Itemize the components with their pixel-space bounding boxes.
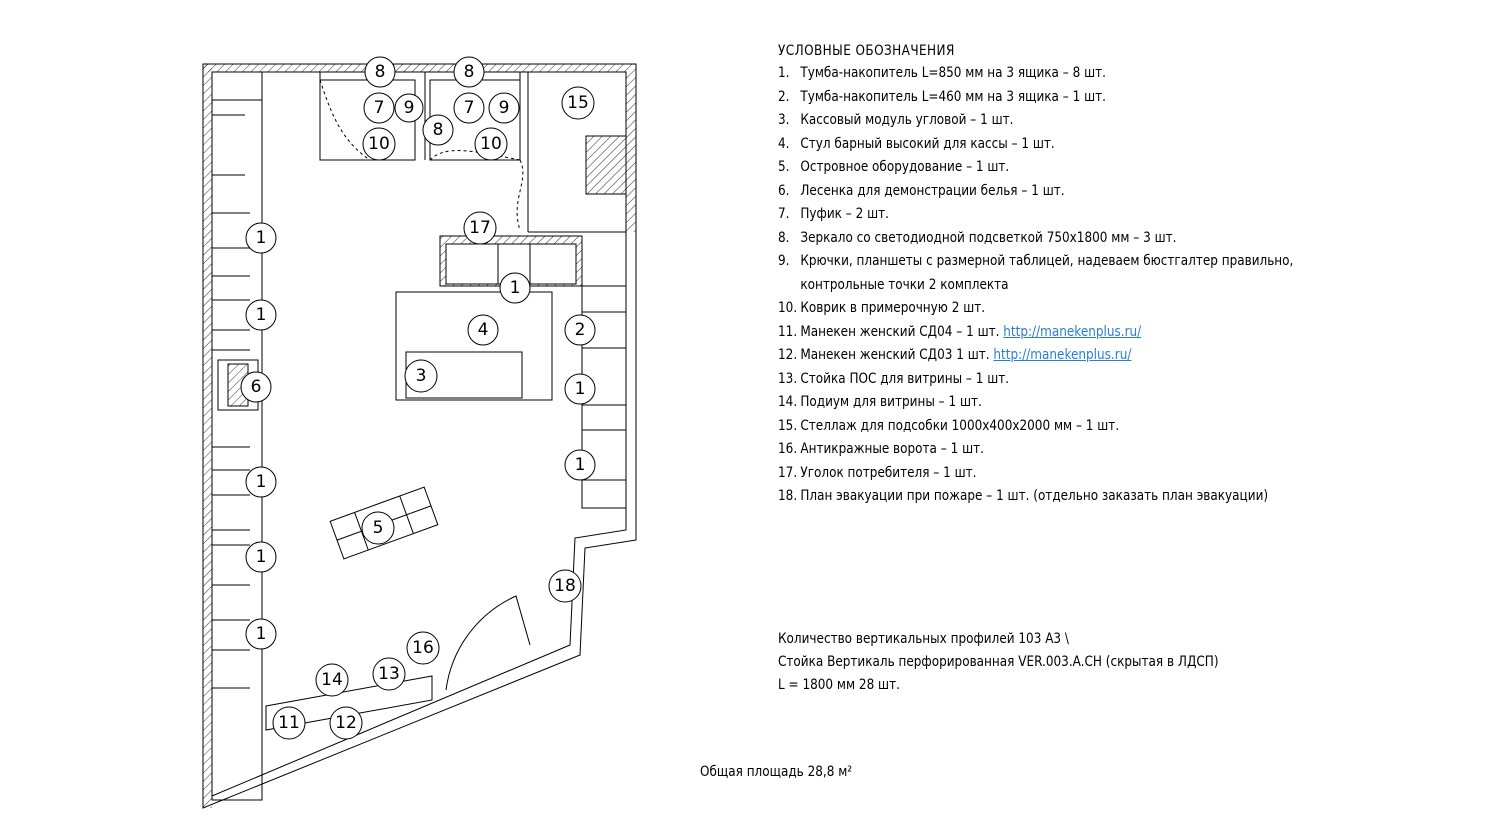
callout-label: 1 (256, 624, 267, 644)
callout-10b (474, 127, 508, 161)
legend-item: 5.Островное оборудование – 1 шт. (778, 159, 1010, 175)
profiles-note: Количество вертикальных профилей 103 А3 … (778, 628, 1219, 697)
legend-title: УСЛОВНЫЕ ОБОЗНАЧЕНИЯ (778, 43, 955, 59)
legend-item: 9.Крючки, планшеты с размерной таблицей,… (778, 253, 1294, 293)
callout-label: 4 (478, 320, 489, 340)
callout-label: 15 (567, 93, 589, 113)
callout-label: 1 (510, 278, 521, 298)
callout-label: 10 (480, 134, 502, 154)
callout-label: 9 (499, 98, 510, 118)
callout-17 (463, 211, 497, 245)
outer-wall (202, 63, 637, 809)
callout-label: 5 (373, 518, 384, 538)
callout-1-left-a (245, 222, 277, 254)
callout-13 (372, 657, 406, 691)
legend-item: 13.Стойка ПОС для витрины – 1 шт. (778, 370, 1010, 387)
callout-label: 17 (469, 218, 491, 238)
callout-10a (362, 127, 396, 161)
callout-1-right-a (564, 373, 596, 405)
callout-7a (363, 92, 395, 124)
left-cabinets (211, 99, 263, 801)
callout-18 (548, 569, 582, 603)
callout-label: 1 (575, 379, 586, 399)
legend-item: 4.Стул барный высокий для кассы – 1 шт. (778, 135, 1055, 152)
callout-label: 12 (335, 713, 357, 733)
callout-6 (240, 371, 272, 403)
callout-15 (561, 86, 595, 120)
callout-label: 7 (464, 98, 475, 118)
window-podium (265, 675, 433, 731)
legend: УСЛОВНЫЕ ОБОЗНАЧЕНИЯ 1.Тумба-накопитель … (778, 40, 1380, 509)
cash-module (395, 291, 553, 401)
legend-item: 16.Антикражные ворота – 1 шт. (778, 441, 984, 457)
legend-item: 12.Манекен женский СД03 1 шт. http://man… (778, 347, 1132, 363)
profiles-line: Количество вертикальных профилей 103 А3 … (778, 631, 1069, 647)
callout-8b (453, 56, 485, 88)
callout-label: 10 (368, 134, 390, 154)
callout-2 (564, 314, 596, 346)
callout-label: 8 (433, 120, 444, 140)
legend-item: 14.Подиум для витрины – 1 шт. (778, 394, 982, 410)
callout-11 (272, 706, 306, 740)
callout-7b (453, 92, 485, 124)
profiles-line: L = 1800 мм 28 шт. (778, 677, 900, 693)
callout-label: 7 (374, 98, 385, 118)
callout-5 (361, 511, 395, 545)
callout-label: 1 (256, 472, 267, 492)
callout-1-left-d (245, 541, 277, 573)
legend-item: 7.Пуфик – 2 шт. (778, 206, 889, 222)
callout-3 (404, 359, 438, 393)
legend-item: 10.Коврик в примерочную 2 шт. (778, 300, 986, 316)
callout-14 (315, 663, 349, 697)
inner-wall (211, 71, 627, 797)
legend-item: 2.Тумба-накопитель L=460 мм на 3 ящика –… (778, 88, 1106, 105)
callout-label: 8 (464, 62, 475, 82)
callout-4 (467, 314, 499, 346)
storage-shelf (585, 135, 627, 195)
callout-label: 18 (554, 576, 576, 596)
entrance-door (445, 595, 531, 691)
legend-item: 8.Зеркало со светодиодной подсветкой 750… (778, 229, 1177, 246)
callout-1-left-b (245, 299, 277, 331)
legend-item: 3.Кассовый модуль угловой – 1 шт. (778, 112, 1014, 128)
callout-1-counter (499, 272, 531, 304)
maneken-link[interactable]: http://manekenplus.ru/ (993, 347, 1132, 363)
callout-label: 16 (412, 638, 434, 658)
callout-label: 1 (575, 455, 586, 475)
left-wall-hatch (203, 64, 212, 808)
callout-label: 9 (404, 98, 415, 118)
callout-label: 1 (256, 547, 267, 567)
maneken-link[interactable]: http://manekenplus.ru/ (1003, 323, 1142, 340)
legend-item: 18.План эвакуации при пожаре – 1 шт. (от… (778, 488, 1269, 504)
callout-1-left-c (245, 466, 277, 498)
island-equipment (329, 486, 439, 560)
legend-item: 15.Стеллаж для подсобки 1000х400х2000 мм… (778, 417, 1120, 434)
callout-label: 8 (375, 62, 386, 82)
callout-label: 11 (278, 713, 300, 733)
fitting-rooms (261, 72, 529, 232)
callout-1-right-b (564, 449, 596, 481)
callout-label: 2 (575, 320, 586, 340)
callout-9b (488, 92, 520, 124)
callout-label: 1 (256, 305, 267, 325)
legend-item: 1.Тумба-накопитель L=850 мм на 3 ящика –… (778, 65, 1106, 81)
callout-label: 6 (251, 377, 262, 397)
legend-item: 11.Манекен женский СД04 – 1 шт. http://m… (778, 323, 1142, 340)
total-area: Общая площадь 28,8 м² (700, 764, 853, 780)
legend-item: 17.Уголок потребителя – 1 шт. (778, 464, 977, 481)
profiles-line: Стойка Вертикаль перфорированная VER.003… (778, 654, 1219, 670)
legend-item: 6.Лесенка для демонстрации белья – 1 шт. (778, 182, 1065, 199)
callout-8a (364, 56, 396, 88)
callout-1-left-e (245, 618, 277, 650)
legend-list: 1.Тумба-накопитель L=850 мм на 3 ящика –… (778, 62, 1380, 509)
callout-12 (329, 706, 363, 740)
callout-label: 14 (321, 670, 343, 690)
callout-8c (422, 114, 454, 146)
callout-label: 13 (378, 664, 400, 684)
callout-9a (394, 93, 424, 123)
callout-16 (406, 631, 440, 665)
callout-label: 1 (256, 228, 267, 248)
callout-label: 3 (416, 366, 427, 386)
